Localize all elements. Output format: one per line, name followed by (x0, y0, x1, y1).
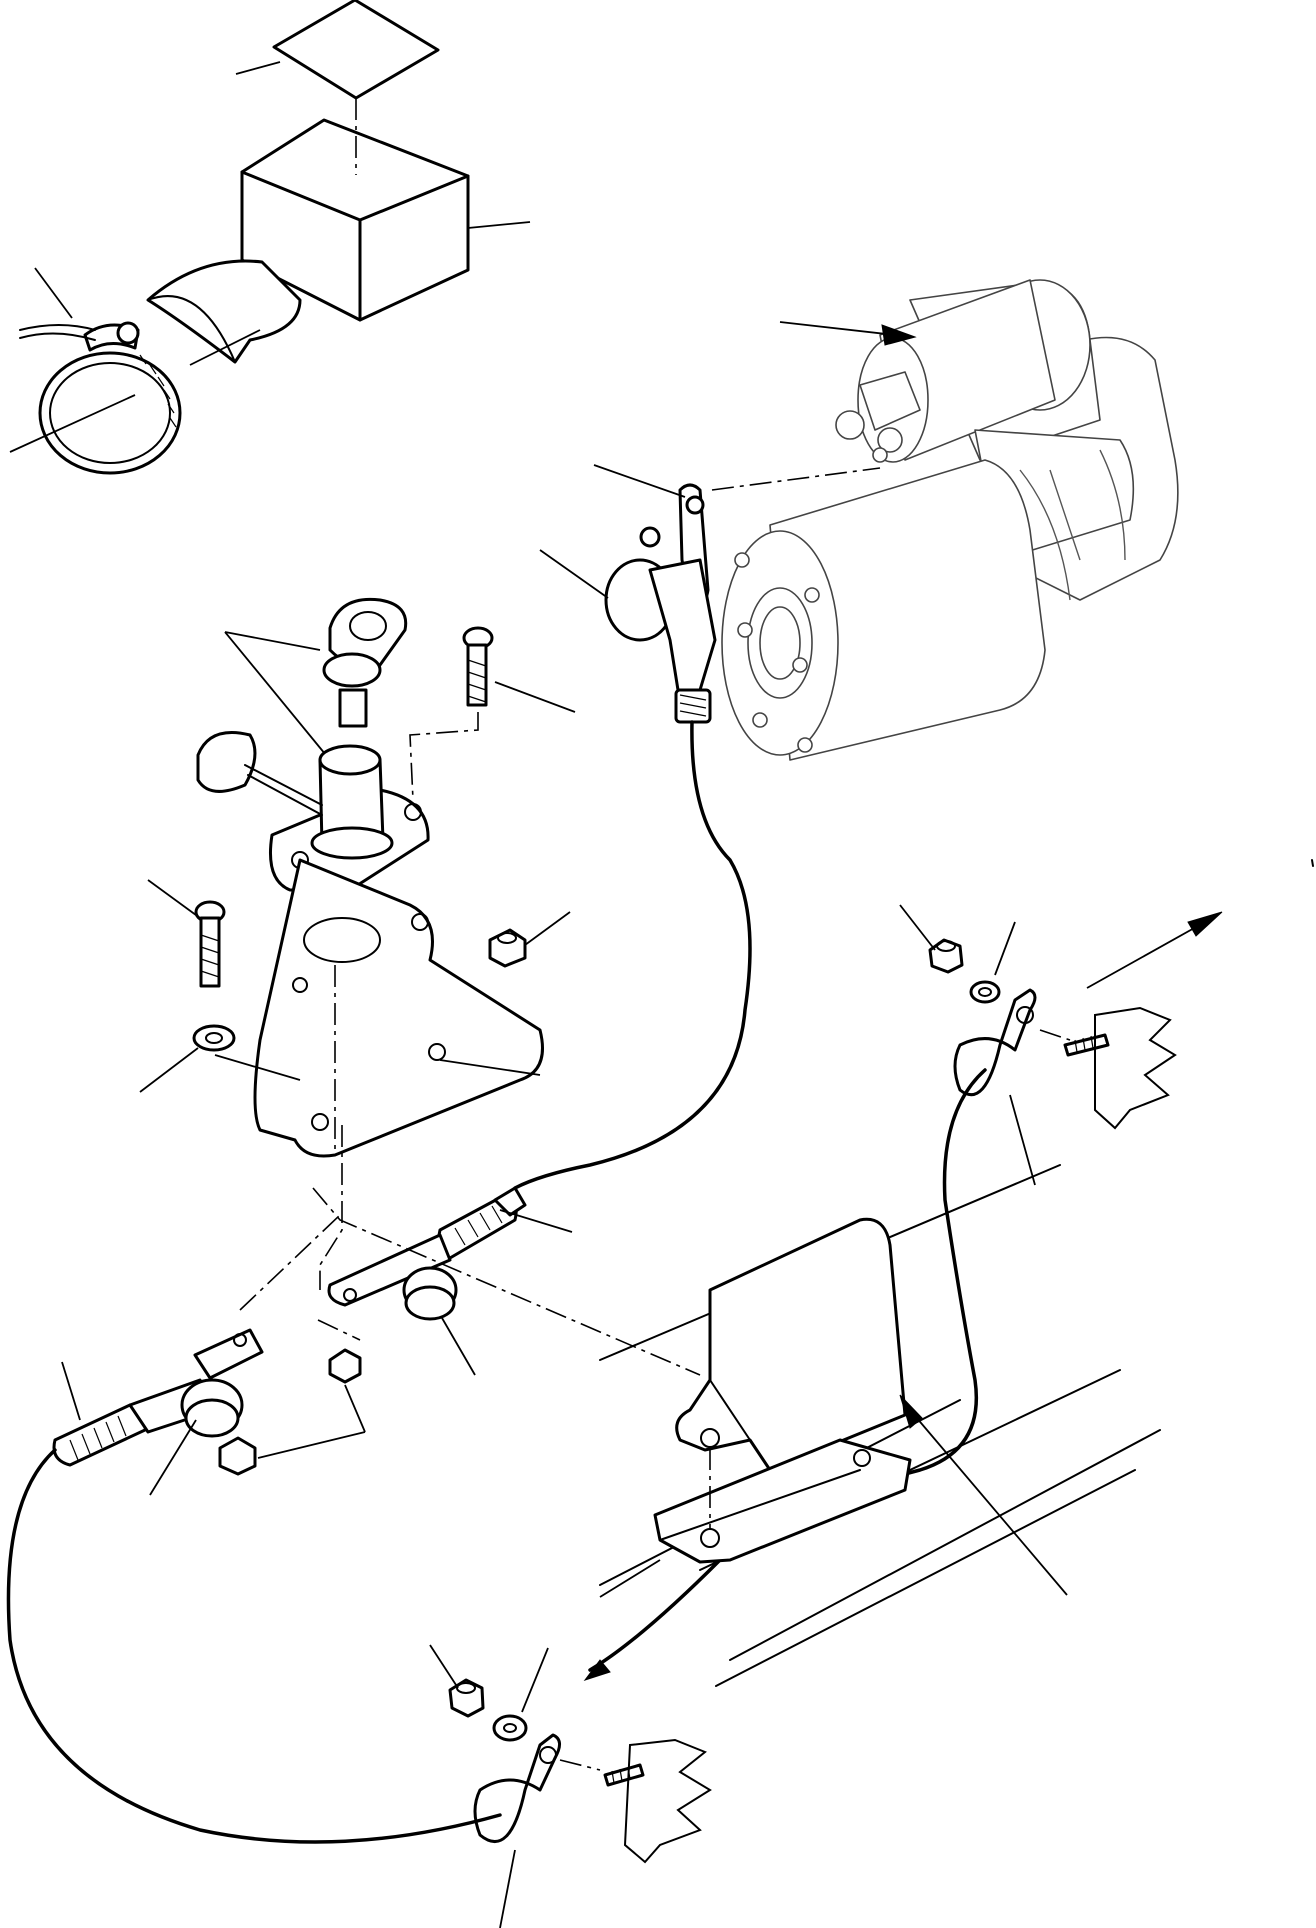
mounting-bracket (214, 858, 544, 1158)
cable-lug-starter (604, 483, 717, 724)
battery-cable-lower (6, 1448, 502, 1844)
direction-arrow-right (1086, 911, 1223, 989)
clip-lower (429, 1644, 712, 1928)
hose-clamp (19, 321, 182, 475)
battery-cable-lower-terminal (52, 1328, 264, 1496)
gasket-plate (272, 0, 440, 100)
screw-left (147, 879, 226, 988)
battery-cable-upper (327, 720, 752, 1376)
screw-top (409, 626, 576, 801)
rubber-boot-cover (146, 118, 470, 364)
starter-arrow (779, 321, 917, 346)
battery-bracket (599, 1217, 1068, 1598)
starter-motor (721, 279, 1179, 761)
nut-top-right (488, 911, 571, 968)
clip-right (899, 904, 1177, 1186)
assembly-centerlines (239, 1125, 701, 1376)
lug-leaders (539, 464, 881, 599)
edge-mark (1311, 859, 1314, 867)
washer-left (139, 1024, 236, 1093)
cover-leaders (9, 61, 531, 453)
isolator-key (224, 597, 408, 761)
nuts-middle (218, 1348, 366, 1476)
